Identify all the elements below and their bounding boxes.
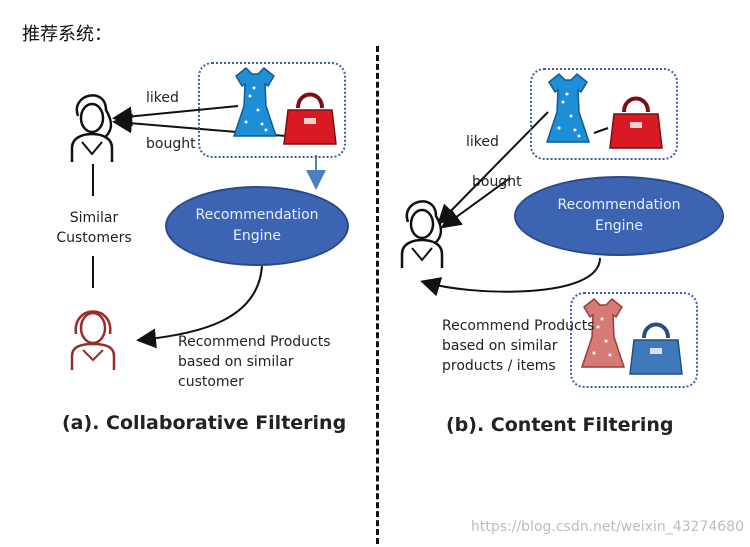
left-recommend-arrow: [136, 265, 263, 349]
right-recommend-line3: products / items: [442, 358, 556, 374]
similar-line1: Similar: [69, 210, 119, 226]
page-heading: 推荐系统：: [22, 24, 112, 45]
right-liked-label: liked: [466, 134, 499, 150]
right-handbag-icon: [609, 96, 663, 149]
watermark: https://blog.csdn.net/weixin_43274680: [470, 519, 744, 535]
left-caption: (a). Collaborative Filtering: [62, 412, 347, 434]
left-liked-label: liked: [146, 90, 179, 106]
handbag-icon: [283, 92, 337, 145]
left-recommend-line2: based on similar: [178, 354, 294, 370]
customer-icon: [70, 94, 114, 162]
right-items-box: [530, 68, 678, 160]
recommended-handbag-icon: [629, 322, 683, 375]
right-recommend-text: Recommend Products based on similar prod…: [442, 316, 595, 376]
right-bought-label: bought: [472, 174, 522, 190]
left-recommend-line1: Recommend Products: [178, 334, 331, 350]
right-recommend-line2: based on similar: [442, 338, 558, 354]
right-engine-line2: Engine: [595, 218, 643, 234]
left-engine-line2: Engine: [233, 228, 281, 244]
right-engine-line1: Recommendation: [557, 197, 681, 213]
right-customer-icon: [400, 200, 444, 268]
dress-icon: [232, 66, 278, 137]
recommended-customer-icon: [70, 310, 116, 370]
right-recommend-line1: Recommend Products: [442, 318, 595, 334]
recommended-items-box: [570, 292, 698, 388]
left-engine-line1: Recommendation: [195, 207, 319, 223]
left-bought-label: bought: [146, 136, 196, 152]
left-recommend-line3: customer: [178, 374, 244, 390]
right-bought-arrow: [440, 177, 511, 229]
right-recommend-arrow: [420, 257, 601, 297]
similar-line2: Customers: [56, 230, 132, 246]
left-liked-arrow: [112, 105, 239, 127]
recommended-dress-icon: [580, 297, 626, 368]
right-dress-icon: [545, 72, 591, 143]
section-divider: [376, 46, 379, 544]
right-recommendation-engine: Recommendation Engine: [514, 176, 724, 256]
similar-customers-label: Similar Customers: [44, 208, 144, 248]
right-caption: (b). Content Filtering: [446, 414, 674, 436]
left-recommendation-engine: Recommendation Engine: [165, 186, 349, 266]
left-recommend-text: Recommend Products based on similar cust…: [178, 332, 331, 392]
right-item-link: [593, 127, 609, 134]
left-items-box: [198, 62, 346, 158]
